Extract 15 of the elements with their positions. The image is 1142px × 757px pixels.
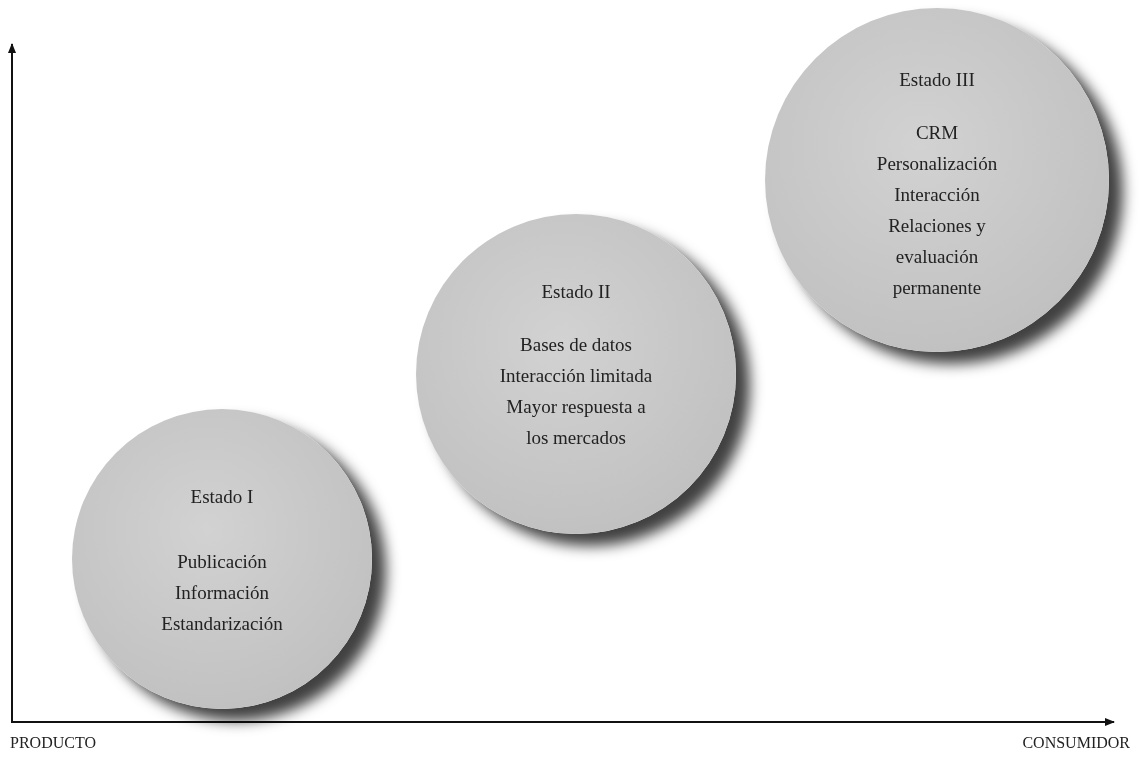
stage-feature: Relaciones y evaluación permanente bbox=[887, 214, 987, 300]
stage-feature: Estandarización bbox=[161, 612, 283, 636]
axis-label: PRODUCTO bbox=[10, 734, 96, 752]
stage-feature: Información bbox=[175, 581, 269, 605]
stage-heading: Estado II bbox=[541, 280, 611, 304]
stage-feature: Mayor respuesta a los mercados bbox=[505, 395, 647, 450]
stage-heading: Estado III bbox=[899, 68, 975, 92]
stage-feature: Bases de datos bbox=[520, 333, 632, 357]
stage-feature: CRM bbox=[915, 121, 959, 145]
stage-heading: Estado I bbox=[190, 485, 254, 509]
stage-feature: Personalización bbox=[876, 152, 998, 176]
stage-feature: Publicación bbox=[177, 550, 267, 574]
stage-feature: Interacción limitada bbox=[499, 364, 653, 388]
axis-label: CONSUMIDOR bbox=[1022, 734, 1130, 752]
stage-feature: Interacción bbox=[894, 183, 980, 207]
